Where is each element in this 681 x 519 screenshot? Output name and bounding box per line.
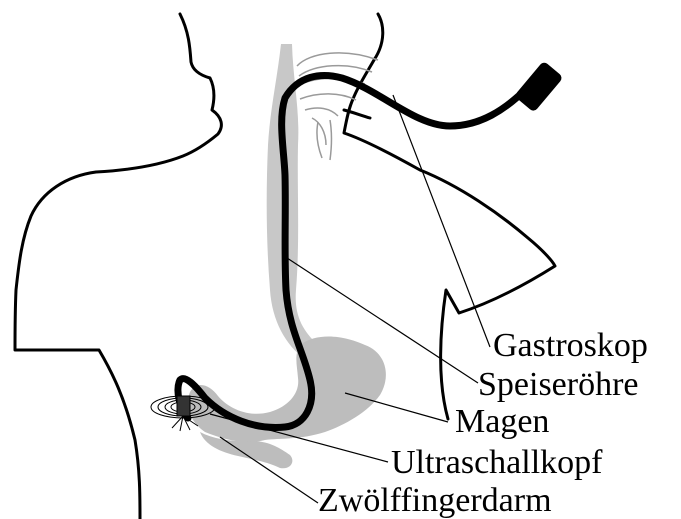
- label-magen: Magen: [455, 403, 549, 440]
- label-gastroskop: Gastroskop: [493, 327, 648, 364]
- stomach: [188, 336, 386, 468]
- body-left-contour: [15, 14, 221, 519]
- label-zwoelffingerdarm: Zwölffingerdarm: [318, 482, 552, 519]
- label-speiseroehre: Speiseröhre: [478, 366, 639, 403]
- leader-gastroskop: [393, 95, 490, 347]
- ultrasound-probe: [177, 396, 190, 416]
- gastroscope-handle: [514, 61, 563, 113]
- label-ultraschallkopf: Ultraschallkopf: [391, 444, 603, 481]
- oral-cavity: [297, 53, 378, 160]
